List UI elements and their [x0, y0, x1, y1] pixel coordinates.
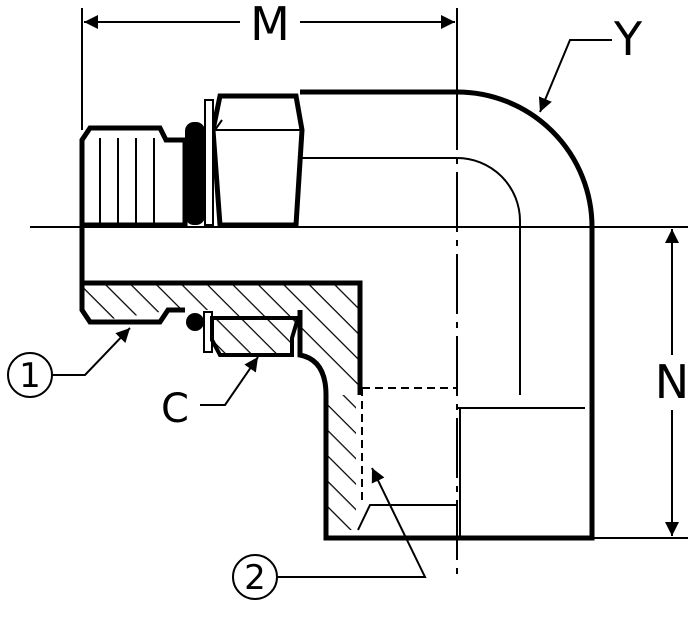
callout-y: Y: [538, 12, 643, 113]
callout-1-label: 1: [19, 356, 41, 396]
o-ring-lower: [186, 313, 204, 331]
callout-2: 2: [232, 467, 427, 600]
dimension-n: N: [592, 226, 688, 539]
callout-2-label: 2: [244, 558, 266, 598]
dimension-m: M: [81, 0, 458, 130]
callout-c-label: C: [161, 386, 189, 432]
port-wall-section: [326, 395, 350, 530]
hex-nut: [210, 93, 305, 228]
o-ring-upper: [185, 122, 205, 225]
threaded-stud: [79, 125, 188, 228]
callout-c: C: [161, 356, 259, 432]
elbow-outer-contour: [297, 89, 595, 541]
callout-1: 1: [7, 327, 131, 398]
backup-washer: [204, 99, 214, 226]
section-outline: [79, 227, 363, 395]
dim-m-label: M: [250, 0, 290, 51]
nut-section: [210, 316, 301, 357]
port-chamfer: [357, 504, 457, 531]
section-hatched-stud: [82, 283, 362, 530]
dim-n-label: N: [655, 355, 688, 409]
thread-depth-hidden: [361, 387, 457, 505]
elbow-bore-line: [300, 157, 521, 395]
callout-y-label: Y: [613, 12, 643, 66]
